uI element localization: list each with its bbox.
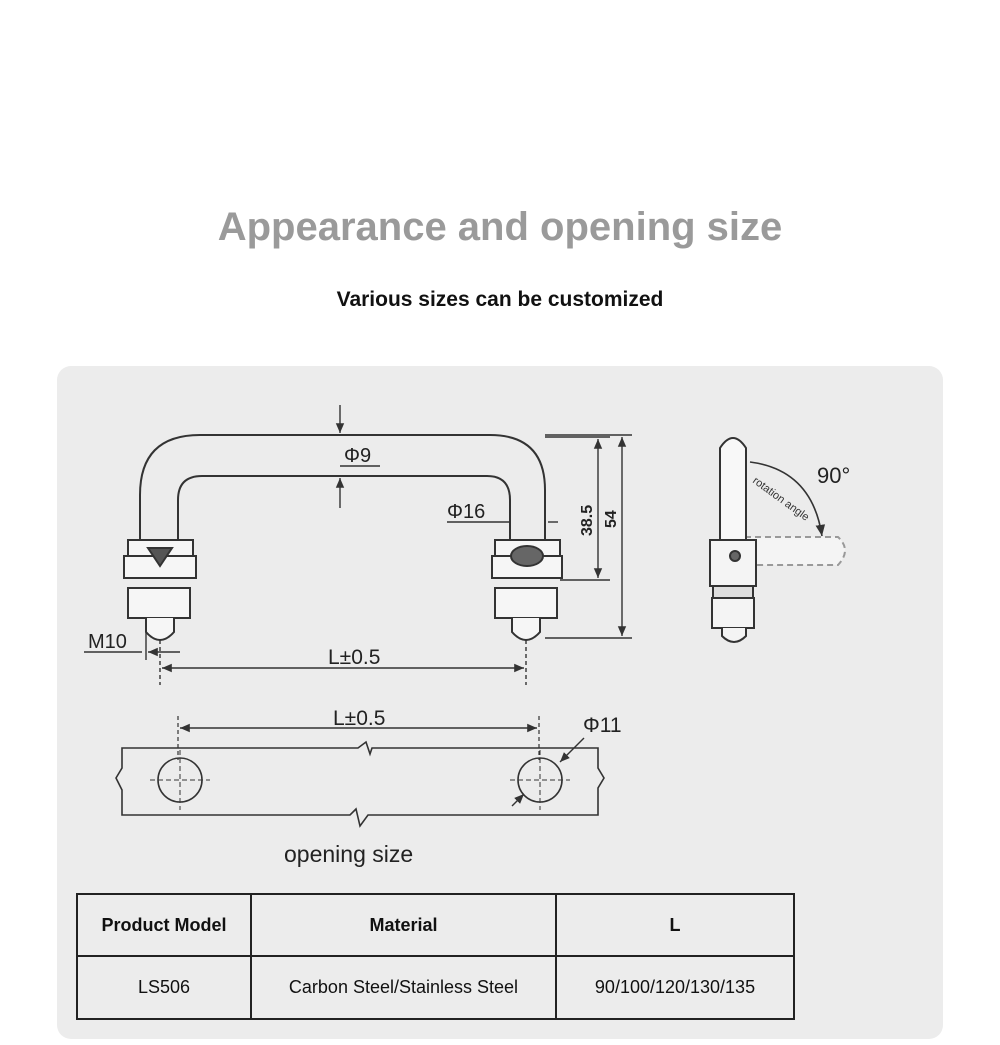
table-cell: Carbon Steel/Stainless Steel bbox=[250, 955, 557, 1020]
dim-phi9: Φ9 bbox=[344, 445, 371, 467]
dim-phi11: Φ11 bbox=[583, 714, 622, 737]
dim-phi16: Φ16 bbox=[447, 501, 485, 523]
page-title: Appearance and opening size bbox=[217, 205, 783, 249]
table-header-row: Product Model Material L bbox=[76, 893, 795, 957]
table-cell: 90/100/120/130/135 bbox=[555, 955, 795, 1020]
handle-side-view bbox=[709, 437, 846, 643]
spec-table: Product Model Material L LS506 Carbon St… bbox=[76, 893, 795, 1020]
dim-length-bottom: L±0.5 bbox=[333, 707, 385, 730]
handle-front-view bbox=[123, 434, 563, 641]
angle-90: 90° bbox=[817, 463, 850, 488]
page-subtitle: Various sizes can be customized bbox=[336, 288, 664, 311]
column-header: L bbox=[555, 893, 795, 957]
column-header: Product Model bbox=[76, 893, 252, 957]
column-header: Material bbox=[250, 893, 557, 957]
rotation-angle-label: rotation angle bbox=[750, 475, 811, 524]
dim-length-top: L±0.5 bbox=[328, 646, 380, 669]
table-row: LS506 Carbon Steel/Stainless Steel 90/10… bbox=[76, 955, 795, 1020]
table-cell: LS506 bbox=[76, 955, 252, 1020]
front-view-dimensions bbox=[84, 405, 632, 685]
opening-size-caption: opening size bbox=[284, 841, 413, 867]
dim-54: 54 bbox=[603, 510, 620, 528]
dim-38-5: 38.5 bbox=[579, 505, 596, 536]
opening-plate bbox=[115, 716, 605, 828]
dim-m10: M10 bbox=[88, 631, 127, 653]
rotation-arc bbox=[749, 461, 826, 537]
